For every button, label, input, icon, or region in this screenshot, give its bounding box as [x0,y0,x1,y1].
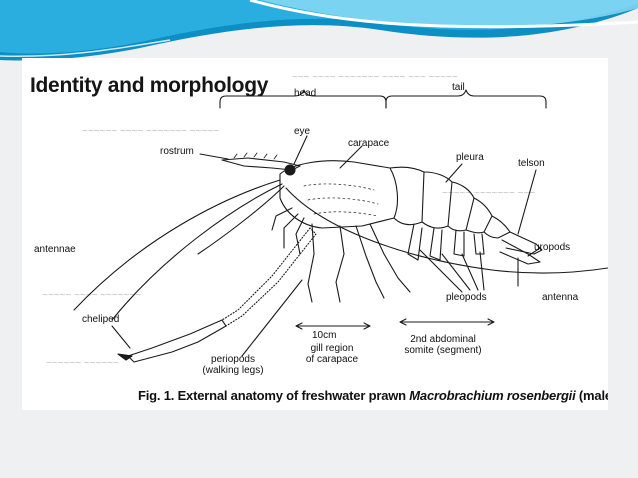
eye-shape [284,164,296,176]
label-antennae: antennae [34,244,76,255]
label-head: head [294,88,317,99]
label-rostrum: rostrum [160,146,194,157]
pointer-pleopods [419,249,485,293]
label-tail: tail [452,82,465,93]
label-pleura: pleura [456,152,484,163]
walking-leg-2 [355,225,385,299]
bleed-through-text: ~~~~~ ~~~~~~~ ~~~ [442,188,536,199]
abdomen-segment-3 [447,181,475,232]
slide-title: Identity and morphology [30,74,269,97]
bleed-through-text: ~~~ ~~~~ ~~~~~~~ ~~~~ ~~~ ~~~~~ [292,72,458,83]
label-abdominal-somite: 2nd abdominal somite (segment) [404,334,482,356]
label-cheliped: cheliped [82,314,120,325]
segment-arrow [399,318,495,326]
pointer-cheliped [111,325,131,349]
label-carapace: carapace [348,138,390,149]
cheliped-claw [127,319,227,363]
pleopod-4 [473,233,485,255]
pointer-rostrum [199,153,229,160]
pointer-uropods [527,247,541,257]
tail-bracket [385,89,547,109]
abdomen-segment-1 [389,166,425,226]
abdomen-segment-2 [421,171,453,229]
head-bracket [219,89,387,109]
pointer-pleura [445,163,463,183]
label-scale: 10cm [312,330,337,341]
pointer-eye [293,135,308,165]
walking-leg-4 [307,223,315,303]
cheliped-arm [221,227,317,327]
abdomen-segment-4 [465,197,493,234]
label-pleopods: pleopods [446,292,487,303]
small-appendages [271,207,305,255]
label-periopods: periopods (walking legs) [202,354,264,376]
pleopod-3 [453,229,465,257]
bleed-through-text: ~~~~~ ~~~~ ~~~~~~~ [42,290,141,301]
uropod-shape [499,239,541,265]
label-antenna: antenna [542,292,579,303]
prawn-illustration [73,89,608,363]
pleopod-2 [429,227,443,261]
antenna-line-3 [197,185,285,255]
label-eye: eye [294,126,311,137]
scale-arrow [295,322,371,330]
label-telson: telson [518,158,545,169]
rostrum-shape [221,157,301,171]
pointer-carapace [339,145,363,169]
label-uropods: uropods [534,242,571,253]
abdomen-segment-5 [483,215,511,239]
figure-caption: Fig. 1. External anatomy of freshwater p… [138,388,608,403]
pleopod-1 [407,223,423,261]
carapace-shape [279,160,399,229]
bleed-through-text: ~~~~~~ ~~~~ ~~~~~~~ ~~~~~ [82,126,219,137]
diagram-scan: ~~~ ~~~~ ~~~~~~~ ~~~~ ~~~ ~~~~~ ~~~~~~ ~… [22,58,608,410]
pointer-periopods [241,279,303,357]
bleed-through-text: ~~~~~~ ~~~~~~ [46,358,119,369]
header-wave-banner [0,0,638,61]
label-gill-region: gill region of carapace [305,343,359,365]
walking-leg-1 [335,225,345,303]
walking-leg-3 [369,223,411,293]
antenna-line-1 [73,179,281,311]
antenna-line-2 [111,183,283,321]
pointer-telson [517,169,537,235]
